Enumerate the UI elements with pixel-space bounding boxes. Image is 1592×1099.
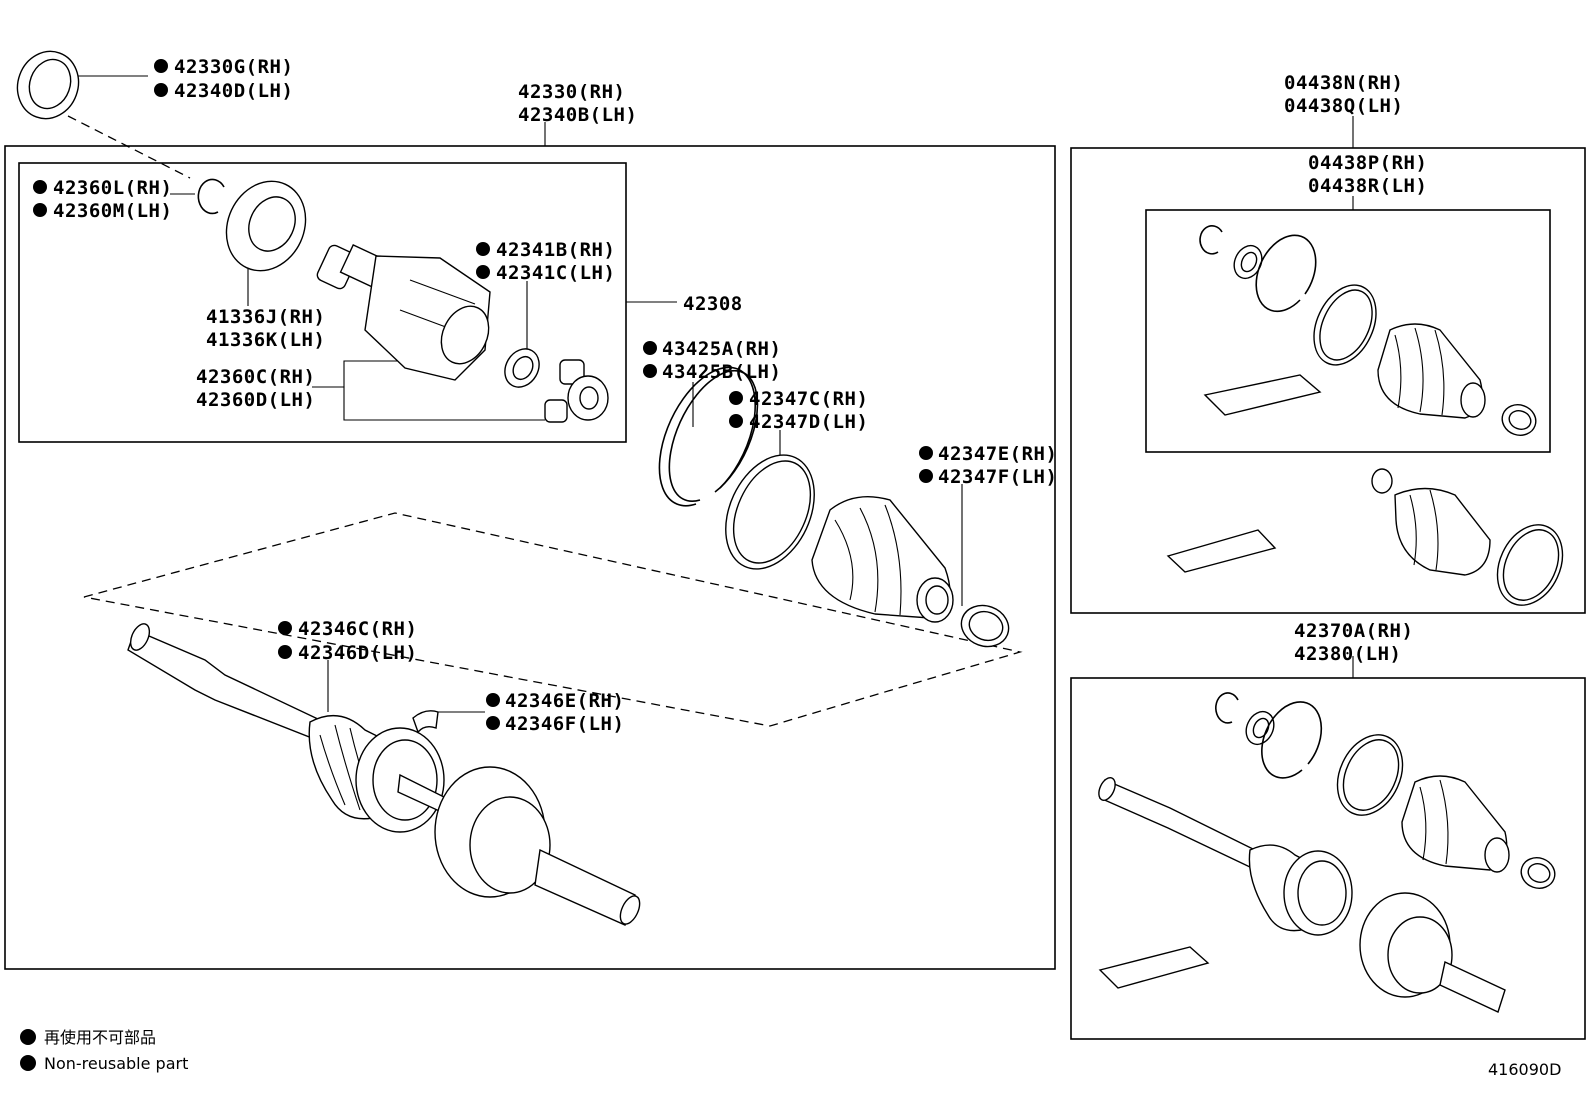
label-seal-outer-lh: 42340D(LH) <box>174 80 293 102</box>
label-outer-band-rh: 42346E(RH) <box>505 690 624 712</box>
label-boot-clamp-rh: 42347C(RH) <box>749 388 868 410</box>
nonreusable-bullet <box>919 469 933 483</box>
nonreusable-bullet <box>486 716 500 730</box>
nonreusable-bullet <box>919 446 933 460</box>
label-kit-outer-lh: 04438Q(LH) <box>1284 95 1403 117</box>
label-joint-set-lh: 42360D(LH) <box>196 389 315 411</box>
label-joint-set-rh: 42360C(RH) <box>196 366 315 388</box>
main-frame <box>4 145 1056 970</box>
label-snap-ring2-lh: 42341C(LH) <box>496 262 615 284</box>
label-boot-band-lh: 42347F(LH) <box>938 466 1057 488</box>
inner-boot <box>811 495 954 623</box>
nonreusable-bullet <box>278 621 292 635</box>
nonreusable-bullet <box>729 391 743 405</box>
boot-kit-frame <box>1070 147 1586 614</box>
nonreusable-bullet <box>476 242 490 256</box>
label-outer-band-lh: 42346F(LH) <box>505 713 624 735</box>
nonreusable-bullet <box>278 645 292 659</box>
complete-shaft-parts <box>1098 692 1556 1013</box>
inner-joint-housing <box>316 244 491 381</box>
label-ring-rh: 43425A(RH) <box>662 338 781 360</box>
label-kit-inner-rh: 04438P(RH) <box>1308 152 1427 174</box>
outer-joint-dashed-region <box>83 512 1023 727</box>
large-snap-ring <box>658 366 759 507</box>
complete-shaft-frame <box>1070 677 1586 1040</box>
label-complete-rh: 42370A(RH) <box>1294 620 1413 642</box>
label-boot-band-rh: 42347E(RH) <box>938 443 1057 465</box>
kit-parts <box>1166 225 1564 606</box>
label-inner-joint: 42308 <box>683 293 743 315</box>
nonreusable-bullet <box>154 59 168 73</box>
nonreusable-bullet <box>486 693 500 707</box>
label-ring-lh: 43425B(LH) <box>662 361 781 383</box>
legend-jp: 再使用不可部品 <box>44 1028 156 1047</box>
snap-ring-clip <box>504 348 540 388</box>
label-seal-outer-rh: 42330G(RH) <box>174 56 293 78</box>
nonreusable-bullet <box>643 364 657 378</box>
legend-en: Non-reusable part <box>44 1054 188 1073</box>
label-bearing-rh: 41336J(RH) <box>206 306 325 328</box>
bearing <box>225 180 307 272</box>
label-boot-clamp-lh: 42347D(LH) <box>749 411 868 433</box>
label-snap-ring-rh: 42360L(RH) <box>53 177 172 199</box>
boot-band-small <box>960 604 1010 648</box>
label-complete-lh: 42380(LH) <box>1294 643 1401 665</box>
drive-shaft-assembly <box>127 623 641 926</box>
label-snap-ring2-rh: 42341B(RH) <box>496 239 615 261</box>
legend-bullet <box>20 1055 36 1071</box>
label-kit-inner-lh: 04438R(LH) <box>1308 175 1427 197</box>
label-kit-outer-rh: 04438N(RH) <box>1284 72 1403 94</box>
label-bearing-lh: 41336K(LH) <box>206 329 325 351</box>
nonreusable-bullet <box>476 265 490 279</box>
snap-ring-small <box>197 178 225 215</box>
boot-kit-subframe <box>1145 209 1551 453</box>
nonreusable-bullet <box>33 180 47 194</box>
boot-clamp-ring <box>725 454 815 570</box>
nonreusable-bullet <box>643 341 657 355</box>
label-snap-ring-lh: 42360M(LH) <box>53 200 172 222</box>
legend: 再使用不可部品 Non-reusable part <box>20 1028 188 1073</box>
nonreusable-bullet <box>33 203 47 217</box>
callout-labels: 42330G(RH) 42340D(LH) 42330(RH) 42340B(L… <box>33 56 1427 735</box>
label-shaft-assy-lh: 42340B(LH) <box>518 104 637 126</box>
nonreusable-bullet <box>729 414 743 428</box>
legend-bullet <box>20 1029 36 1045</box>
label-outer-clamp-rh: 42346C(RH) <box>298 618 417 640</box>
nonreusable-bullet <box>154 83 168 97</box>
diagram-id: 416090D <box>1488 1060 1561 1079</box>
tripod-joint <box>544 359 609 423</box>
label-shaft-assy-rh: 42330(RH) <box>518 81 625 103</box>
label-outer-clamp-lh: 42346D(LH) <box>298 642 417 664</box>
leader-lines <box>67 75 1354 713</box>
outer-seal <box>16 50 80 120</box>
